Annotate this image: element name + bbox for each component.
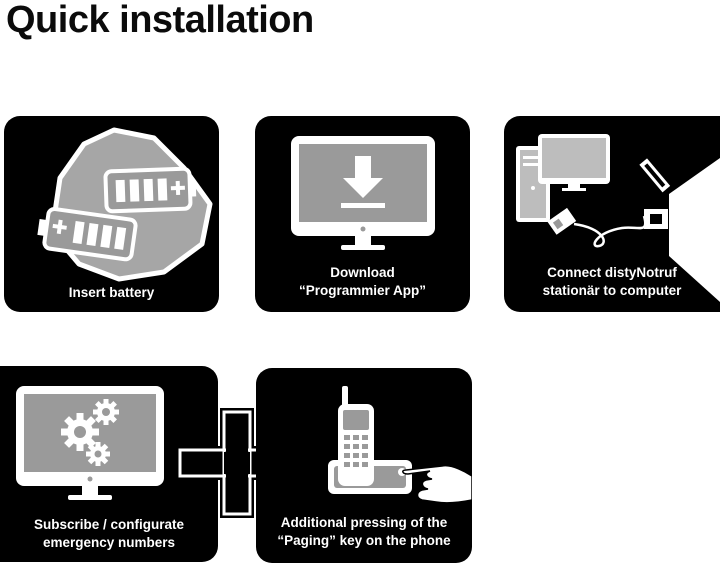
caption-line: Additional pressing of the — [280, 515, 448, 530]
caption-line: “Programmier App” — [298, 283, 427, 298]
caption-line: Connect distyNotruf — [547, 265, 677, 280]
caption-line: Download — [330, 265, 395, 280]
step-caption: Additional pressing of the “Paging” key … — [256, 514, 472, 550]
step-caption: Insert battery — [4, 284, 219, 302]
caption-line: Insert battery — [68, 285, 155, 300]
step-insert-battery: Insert battery — [4, 116, 219, 312]
caption-line: Subscribe / configurate — [33, 517, 185, 532]
download-icon — [291, 136, 435, 250]
step-connect-computer: Connect distyNotruf stationär to compute… — [504, 116, 720, 312]
page-title: Quick installation — [6, 0, 314, 41]
caption-line: emergency numbers — [42, 535, 176, 550]
caption-line: “Paging” key on the phone — [277, 533, 451, 548]
step-download-app: Download “Programmier App” — [255, 116, 470, 312]
step-caption: Subscribe / configurate emergency number… — [0, 516, 218, 552]
step-caption: Connect distyNotruf stationär to compute… — [504, 264, 720, 300]
step-paging-key: Additional pressing of the “Paging” key … — [256, 368, 472, 563]
battery-icon — [37, 127, 213, 282]
phone-paging-icon — [328, 386, 472, 504]
step-caption: Download “Programmier App” — [255, 264, 470, 300]
settings-gears-icon — [16, 386, 164, 500]
computer-connection-icon — [516, 134, 720, 302]
caption-line: stationär to computer — [542, 283, 682, 298]
